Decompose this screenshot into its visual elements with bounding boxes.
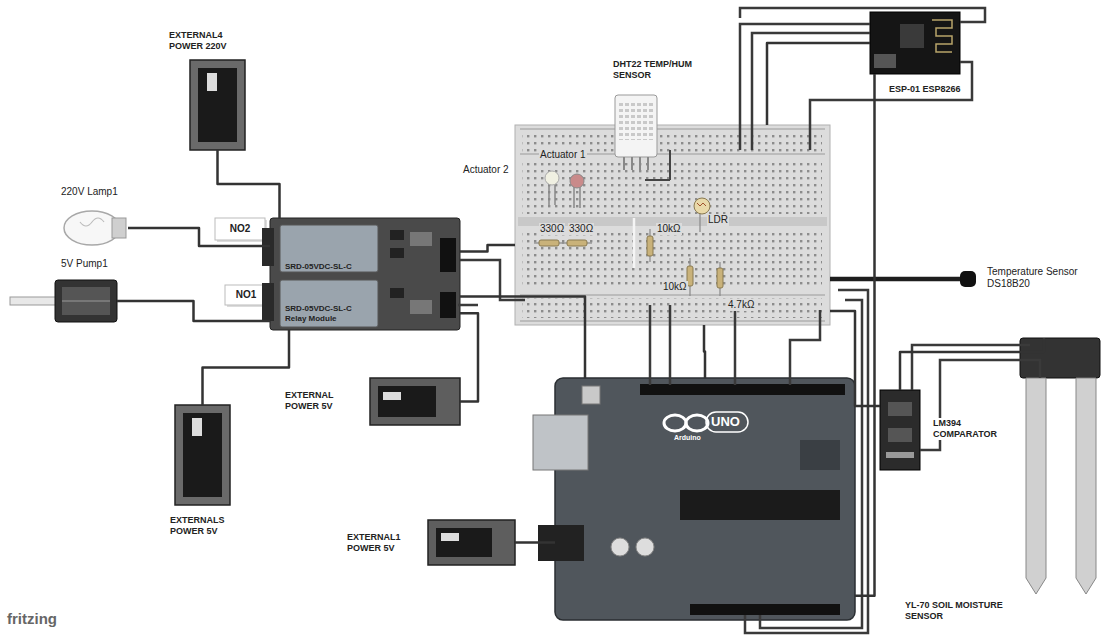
wire-connector xyxy=(767,43,870,125)
power-jack xyxy=(175,405,230,505)
temperature-humidity-sensor xyxy=(615,95,657,170)
power-jack: EXTERNAL4 POWER 220V xyxy=(190,60,245,150)
wire-connector xyxy=(203,330,290,405)
ldr: LDR xyxy=(693,197,713,217)
watermark-label: fritzing xyxy=(6,610,58,628)
actuator-led: Actuator 1 xyxy=(570,173,584,195)
power-jack: EXTERNALS POWER 5V xyxy=(175,405,230,505)
temperature-probe: Temperature Sensor DS18B20 xyxy=(960,271,976,287)
component-label: 330Ω xyxy=(539,223,565,235)
temperature-probe xyxy=(960,271,976,287)
component-label: LM394 COMPARATOR xyxy=(932,418,1014,440)
power-jack: EXTERNAL1 POWER 5V xyxy=(428,520,515,565)
component-label: Actuator 1 xyxy=(539,149,587,161)
component-label: ESP-01 ESP8266 xyxy=(888,84,965,95)
lamp: 220V Lamp1 xyxy=(62,210,128,246)
power-jack xyxy=(428,520,515,565)
component-label: 220V Lamp1 xyxy=(60,186,119,198)
component-label: Temperature Sensor DS18B20 xyxy=(986,266,1098,290)
power-jack xyxy=(370,378,460,425)
component-label: LDR xyxy=(707,214,729,226)
wire-connector xyxy=(830,311,880,406)
wire-connector xyxy=(117,301,270,321)
component-label: 10kΩ xyxy=(656,223,682,235)
breadboard: 330Ω330Ω10kΩ10kΩ4.7kΩDHT22 TEMP/HUM SENS… xyxy=(515,125,830,325)
dht22-sensor: DHT22 TEMP/HUM SENSOR xyxy=(615,95,657,157)
wire-connector xyxy=(460,313,478,401)
pump: 5V Pump1 xyxy=(55,280,117,322)
contact-tag: NO2 xyxy=(215,218,265,240)
pump-symbol xyxy=(10,280,117,322)
wifi-module xyxy=(870,12,960,74)
component-label: 10kΩ xyxy=(662,281,688,293)
power-jack: EXTERNAL POWER 5V xyxy=(370,378,460,425)
relay-module: SRD-05VDC-SL-C SRD-05VDC-SL-C Relay Modul… xyxy=(270,218,460,330)
lamp-symbol xyxy=(64,211,126,245)
relay-contact-tag xyxy=(215,218,269,307)
wire-connector xyxy=(460,245,515,252)
wire-connector xyxy=(855,74,875,596)
soil-moisture-probe xyxy=(1020,338,1100,594)
relay-module xyxy=(262,218,460,330)
component-label: 4.7kΩ xyxy=(727,299,755,311)
wire-connector xyxy=(515,541,555,544)
component-label: UNO xyxy=(710,414,741,430)
esp-module: ESP-01 ESP8266 xyxy=(870,12,960,74)
component-label: EXTERNAL POWER 5V xyxy=(284,390,364,412)
component-label: NO2 xyxy=(215,223,265,235)
led-symbol xyxy=(545,171,584,208)
actuator-led: Actuator 2 xyxy=(545,170,559,192)
contact-tag: NO1 xyxy=(225,285,267,305)
component-label: EXTERNAL4 POWER 220V xyxy=(168,30,250,52)
resistor-symbol xyxy=(534,218,723,296)
component-label: SRD-05VDC-SL-C Relay Module xyxy=(284,304,374,324)
component-label: EXTERNALS POWER 5V xyxy=(169,515,243,537)
component-label: 330Ω xyxy=(568,223,594,235)
component-label: SRD-05VDC-SL-C xyxy=(284,262,378,272)
wire-connector xyxy=(900,338,1044,390)
ldr-symbol xyxy=(645,150,710,232)
component-label: DHT22 TEMP/HUM SENSOR xyxy=(612,59,714,81)
wire-connector xyxy=(704,325,705,378)
component-label: EXTERNAL1 POWER 5V xyxy=(346,532,420,554)
wire-connector xyxy=(830,277,960,282)
comparator-module xyxy=(880,390,920,470)
breadboard xyxy=(515,125,830,325)
arduino-board: UNO Arduino xyxy=(555,378,855,620)
power-jack xyxy=(190,60,245,150)
arduino-board xyxy=(533,378,855,620)
component-label: YL-70 SOIL MOISTURE SENSOR xyxy=(904,600,1032,622)
component-label: Actuator 2 xyxy=(462,164,510,176)
wire-connector xyxy=(460,296,585,378)
soil-sensor: YL-70 SOIL MOISTURE SENSOR xyxy=(1020,338,1100,593)
comparator: LM394 COMPARATOR xyxy=(880,390,920,470)
jumper-wires xyxy=(458,8,1040,633)
component-label: 5V Pump1 xyxy=(60,258,109,270)
component-label: NO1 xyxy=(225,289,267,301)
wire-connector xyxy=(218,150,280,218)
component-label: Arduino xyxy=(673,434,702,442)
